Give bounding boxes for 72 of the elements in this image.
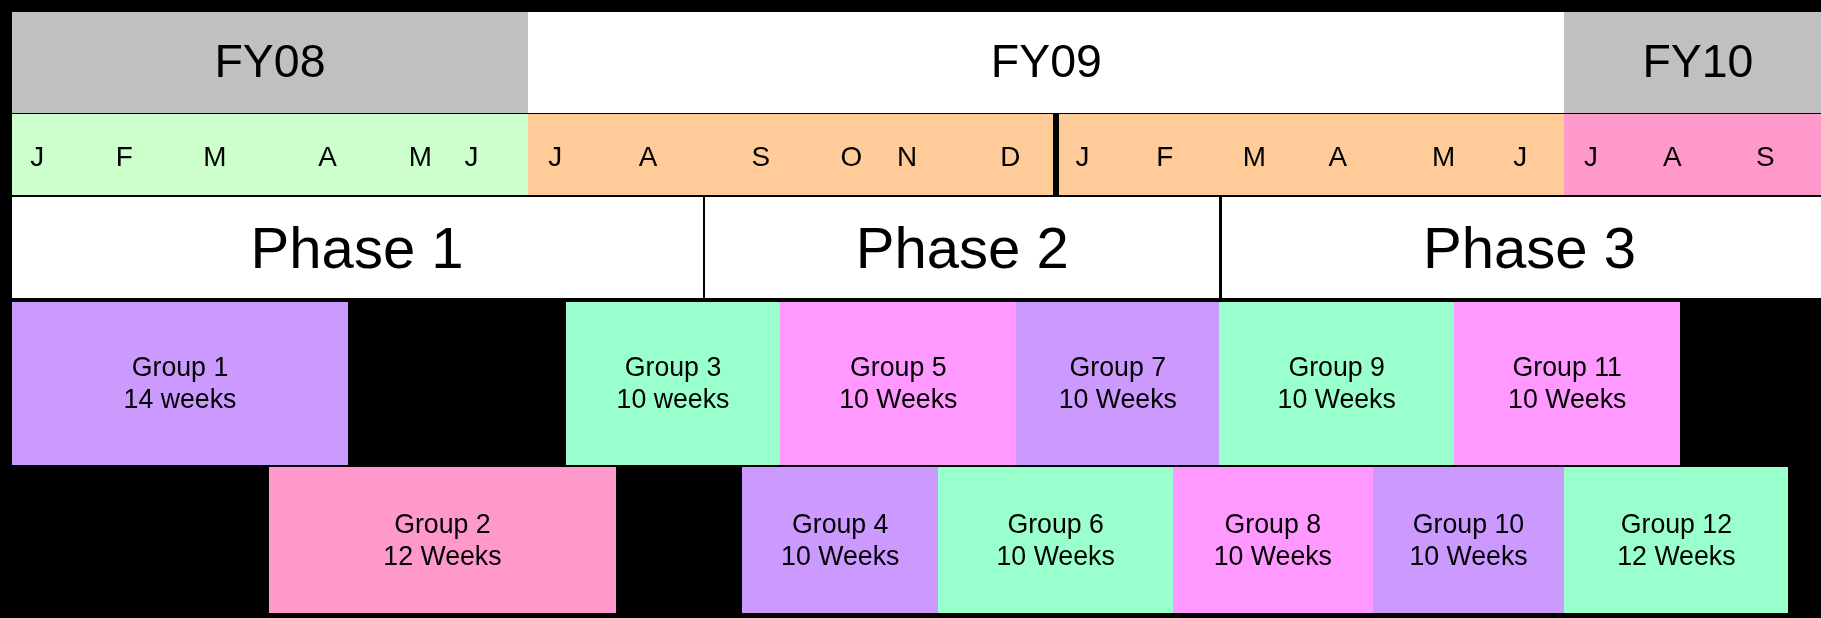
group-name: Group 2 [394, 507, 491, 540]
year-label: FY10 [1642, 34, 1754, 90]
group-bar [1372, 466, 1565, 614]
duration-label: 10 Weeks [781, 540, 900, 573]
month-letter: J [1075, 141, 1090, 174]
group-name: Group 1 [131, 351, 229, 384]
month-letter: S [751, 141, 770, 174]
phase-bar [1221, 197, 1821, 299]
group-bar [1219, 301, 1454, 465]
month-letter: A [318, 141, 337, 174]
group-name: Group 11 [1512, 351, 1622, 384]
month-band [528, 113, 1565, 196]
duration-label: 10 Weeks [1508, 383, 1627, 416]
month-letter: D [1000, 141, 1021, 174]
month-letter: A [1663, 141, 1682, 174]
group-bar [269, 466, 616, 614]
month-letter: M [408, 141, 432, 174]
month-letter: N [896, 141, 918, 174]
duration-label: 12 Weeks [383, 540, 502, 573]
phase-bar [704, 197, 1220, 299]
month-letter: F [115, 141, 133, 174]
month-letter: A [1328, 141, 1348, 174]
month-letter: J [464, 141, 479, 174]
group-bar [11, 301, 349, 465]
month-letter: M [1431, 141, 1456, 174]
group-bar [1454, 301, 1681, 465]
group-bar [742, 466, 939, 614]
phase-label: Phase 1 [250, 214, 464, 283]
phase-bar [11, 197, 703, 299]
phase-label: Phase 2 [855, 214, 1069, 283]
group-name: Group 7 [1069, 351, 1167, 384]
group-name: Group 9 [1288, 351, 1385, 384]
fiscal-year-cell [11, 11, 529, 113]
duration-label: 10 Weeks [1213, 540, 1332, 573]
year-label: FY08 [214, 34, 326, 90]
month-letter: M [203, 141, 227, 174]
group-bar [780, 301, 1017, 465]
duration-label: 14 weeks [123, 383, 237, 416]
duration-label: 10 Weeks [1277, 383, 1396, 416]
month-letter: S [1755, 141, 1775, 174]
duration-label: 10 Weeks [1058, 383, 1177, 416]
group-bar [1016, 301, 1220, 465]
month-letter: J [1513, 141, 1528, 174]
month-letter: A [638, 141, 658, 174]
group-name: Group 10 [1412, 507, 1525, 540]
month-band [11, 113, 529, 196]
duration-label: 10 weeks [616, 383, 730, 416]
duration-label: 10 Weeks [996, 540, 1115, 573]
month-letter: M [1242, 141, 1266, 174]
month-letter: J [30, 141, 45, 174]
fiscal-year-cell [528, 11, 1565, 113]
group-name: Group 6 [1007, 507, 1104, 540]
group-bar [565, 301, 781, 465]
year-label: FY09 [990, 34, 1102, 90]
fiscal-year-cell [1564, 11, 1821, 113]
group-bar [1564, 466, 1789, 614]
group-name: Group 3 [624, 351, 722, 384]
month-letter: F [1156, 141, 1174, 174]
phase-label: Phase 3 [1423, 214, 1636, 283]
month-band [1564, 113, 1821, 196]
duration-label: 12 Weeks [1617, 540, 1736, 573]
group-bar [1172, 466, 1373, 614]
group-name: Group 5 [850, 351, 947, 384]
group-name: Group 12 [1620, 507, 1733, 540]
month-letter: O [840, 141, 863, 174]
duration-label: 10 Weeks [839, 383, 958, 416]
group-bar [938, 466, 1173, 614]
duration-label: 10 Weeks [1409, 540, 1528, 573]
group-name: Group 4 [791, 507, 889, 540]
month-letter: J [548, 141, 563, 174]
month-letter: J [1584, 141, 1598, 174]
group-name: Group 8 [1224, 507, 1322, 540]
